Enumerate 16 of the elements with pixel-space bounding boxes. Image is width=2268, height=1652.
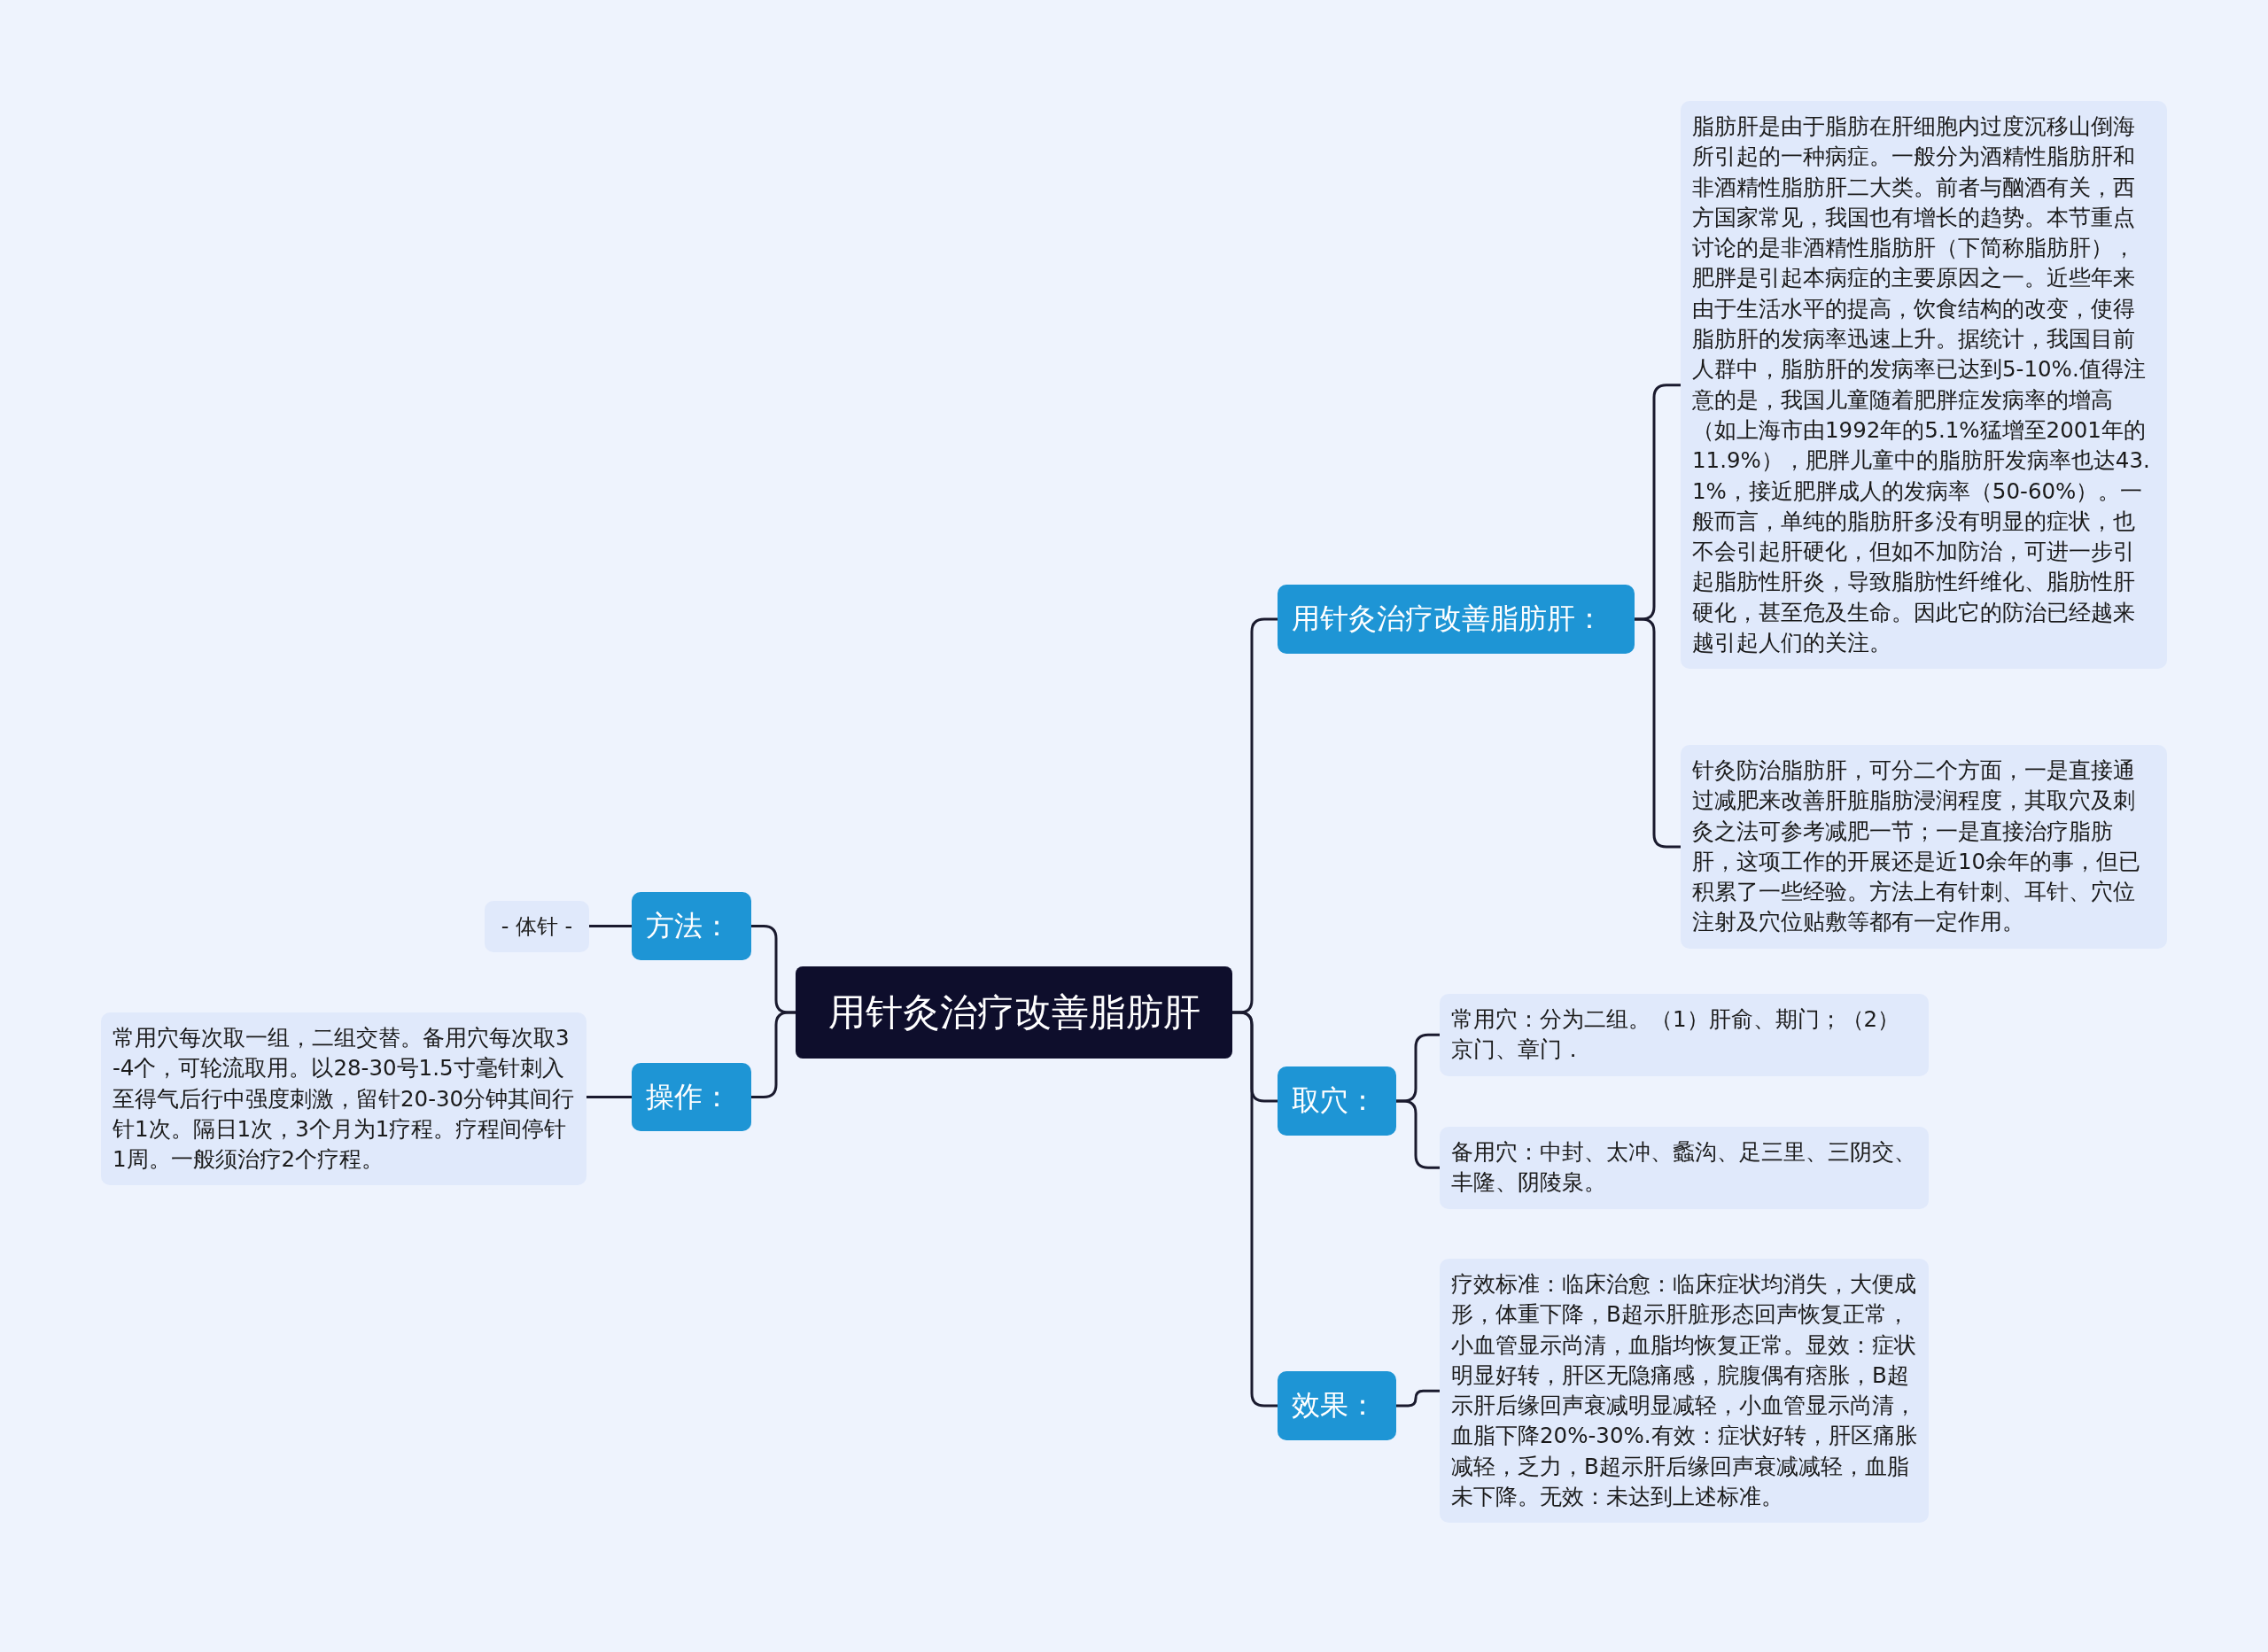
central-topic: 用针灸治疗改善脂肪肝: [796, 966, 1232, 1059]
branch-topic: 操作：: [632, 1063, 751, 1131]
subtopic-box: - 体针 -: [485, 901, 589, 952]
text-card: 常用穴：分为二组。（1）肝俞、期门；（2）京门、章门．: [1440, 994, 1929, 1076]
text-card: 疗效标准：临床治愈：临床症状均消失，大便成形，体重下降，B超示肝脏形态回声恢复正常，小血管显示尚清，血脂均恢复正常。显效：症状明显好转，肝区无隐痛感，脘腹偶有痞胀，B超示肝后缘回声衰减明显减轻，小血管显示尚清，血脂下降20%-30%.有效：症状好转，肝区痛胀减轻，乏力，B超示肝后缘回声衰减减轻，血脂未下降。无效：未达到上述标准。: [1440, 1259, 1929, 1524]
connector-line: [589, 925, 632, 927]
branch-topic: 用针灸治疗改善脂肪肝：: [1278, 585, 1635, 654]
text-card: 针灸防治脂肪肝，可分二个方面，一是直接通过减肥来改善肝脏脂肪浸润程度，其取穴及刺灸之法可参考减肥一节；一是直接治疗脂肪肝，这项工作的开展还是近10余年的事，但已积累了一些经验。方法上有针刺、耳针、穴位注射及穴位贴敷等都有一定作用。: [1681, 745, 2167, 949]
branch-topic: 取穴：: [1278, 1066, 1396, 1136]
branch-topic: 效果：: [1278, 1371, 1396, 1440]
connector-line: [1396, 1389, 1440, 1408]
branch-topic: 方法：: [632, 892, 751, 960]
text-card: 常用穴每次取一组，二组交替。备用穴每次取3-4个，可轮流取用。以28-30号1.5寸毫针刺入至得气后行中强度刺激，留针20-30分钟其间行针1次。隔日1次，3个月为1疗程。疗程间停针1周。一般须治疗2个疗程。: [101, 1012, 586, 1186]
text-card: 脂肪肝是由于脂肪在肝细胞内过度沉移山倒海所引起的一种病症。一般分为酒精性脂肪肝和非酒精性脂肪肝二大类。前者与酗酒有关，西方国家常见，我国也有增长的趋势。本节重点讨论的是非酒精性脂肪肝（下简称脂肪肝），肥胖是引起本病症的主要原因之一。近些年来由于生活水平的提高，饮食结构的改变，使得脂肪肝的发病率迅速上升。据统计，我国目前人群中，脂肪肝的发病率已达到5-10%.值得注意的是，我国儿童随着肥胖症发病率的增高（如上海市由1992年的5.1%猛增至2001年的11.9%），肥胖儿童中的脂肪肝发病率也达43.1%，接近肥胖成人的发病率（50-60%）。一般而言，单纯的脂肪肝多没有明显的症状，也不会引起肝硬化，但如不加防治，可进一步引起脂肪性肝炎，导致脂肪性纤维化、脂肪性肝硬化，甚至危及生命。因此它的防治已经越来越引起人们的关注。: [1681, 101, 2167, 670]
text-card: 备用穴：中封、太冲、蠡沟、足三里、三阴交、丰隆、阴陵泉。: [1440, 1127, 1929, 1209]
connector-line: [586, 1096, 632, 1098]
